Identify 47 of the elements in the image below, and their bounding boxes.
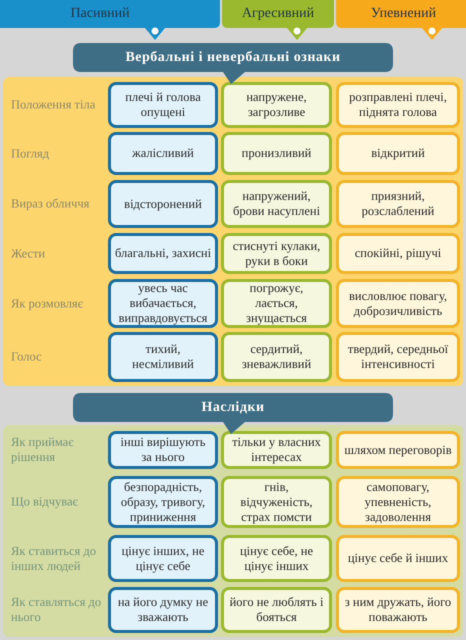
category-tab: Агресивний bbox=[222, 0, 334, 40]
table-cell: з ним дружать, його поважають bbox=[336, 587, 460, 633]
section-banner: Вербальні і невербальні ознаки bbox=[73, 43, 393, 84]
section-banner: Наслідки bbox=[73, 393, 393, 434]
category-tab: Пасивний bbox=[0, 0, 220, 40]
table-cell: спокійні, рішучі bbox=[336, 233, 460, 274]
table-cell: його не люблять і бояться bbox=[221, 587, 332, 633]
table-cell: погрожує, лається, знущається bbox=[221, 279, 332, 328]
table-cell: сердитий, зневажливий bbox=[221, 332, 332, 382]
row-label: Положення тіла bbox=[11, 98, 96, 112]
table-cell: твердий, середньої інтенсивності bbox=[336, 332, 460, 382]
table-cell: шляхом переговорів bbox=[336, 431, 460, 469]
table-cell: відсторонений bbox=[108, 180, 218, 228]
table-cell: жалісливий bbox=[108, 132, 218, 175]
table-cell: благальні, захисні bbox=[108, 233, 218, 274]
table-cell: гнів, відчуженість, страх помсти bbox=[221, 476, 332, 528]
table-cell: стиснуті кулаки, руки в боки bbox=[221, 233, 332, 274]
row-label: Що відчуває bbox=[11, 494, 79, 510]
row-label: Вираз обличчя bbox=[11, 196, 90, 212]
table-cell: цінує себе, не цінує інших bbox=[221, 535, 332, 582]
section-panel bbox=[3, 77, 463, 386]
table-cell: розправлені плечі, піднята голова bbox=[336, 82, 460, 128]
row-label: Як ставляться до нього bbox=[11, 595, 102, 625]
table-cell: увесь час вибачається, виправдовується bbox=[108, 279, 218, 328]
table-cell: на його думку не зважають bbox=[108, 587, 218, 633]
table-cell: пронизливий bbox=[221, 132, 332, 175]
table-cell: висловлює повагу, доброзичливість bbox=[336, 279, 460, 328]
row-label: Як розмовляє bbox=[11, 296, 84, 311]
table-cell: плечі й голова опущені bbox=[108, 82, 218, 128]
row-label: Жести bbox=[11, 246, 46, 261]
table-cell: напружений, брови насуплені bbox=[221, 180, 332, 228]
table-cell: цінує себе й інших bbox=[336, 535, 460, 582]
table-cell: приязний, розслаблений bbox=[336, 180, 460, 228]
table-cell: відкритий bbox=[336, 132, 460, 175]
row-label: Як ставиться до інших людей bbox=[11, 544, 98, 574]
table-cell: цінує інших, не цінує себе bbox=[108, 535, 218, 582]
section-panel bbox=[3, 425, 463, 637]
table-cell: безпорадність, образу, тривогу, приниження bbox=[108, 476, 218, 528]
table-cell: напружене, загрозливе bbox=[221, 82, 332, 128]
row-label: Погляд bbox=[11, 146, 50, 161]
table-cell: тихий, несміливий bbox=[108, 332, 218, 382]
category-tab: Упевнений bbox=[336, 0, 466, 40]
row-label: Голос bbox=[11, 350, 43, 364]
table-cell: самоповагу, упевненість, задоволення bbox=[336, 476, 460, 528]
table-cell: інші вирішують за нього bbox=[108, 431, 218, 469]
table-cell: тільки у власних інтересах bbox=[221, 431, 332, 469]
row-label: Як приймає рішення bbox=[11, 435, 75, 465]
